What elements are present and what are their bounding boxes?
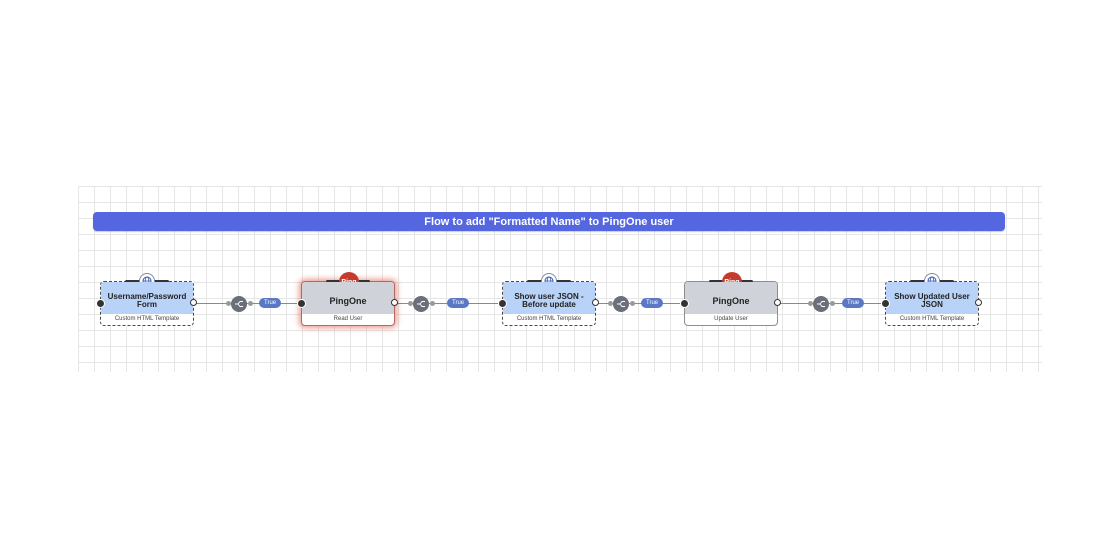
node-subtitle: Read User — [333, 316, 363, 322]
node-subtitle: Update User — [714, 316, 748, 322]
node-show-updated-user-json[interactable]: Show Updated User JSON Custom HTML Templ… — [885, 273, 979, 326]
branch-icon — [817, 301, 825, 307]
input-port[interactable] — [881, 299, 890, 308]
node-label: Show user JSON - Before update — [503, 282, 595, 314]
node-show-user-json-before-update[interactable]: Show user JSON - Before update Custom HT… — [502, 273, 596, 326]
true-label[interactable]: True — [842, 298, 865, 308]
condition-node[interactable] — [613, 296, 629, 312]
condition-handle[interactable] — [830, 301, 835, 306]
condition-handle[interactable] — [808, 301, 813, 306]
condition-handle[interactable] — [408, 301, 413, 306]
condition-node[interactable] — [413, 296, 429, 312]
node-label: PingOne — [685, 282, 777, 314]
condition-handle[interactable] — [248, 301, 253, 306]
node-label: Show Updated User JSON — [886, 282, 978, 314]
input-port[interactable] — [498, 299, 507, 308]
branch-icon — [417, 301, 425, 307]
condition-node[interactable] — [813, 296, 829, 312]
true-label[interactable]: True — [259, 298, 282, 308]
condition-handle[interactable] — [608, 301, 613, 306]
condition-handle[interactable] — [226, 301, 231, 306]
node-subtitle: Custom HTML Template — [516, 316, 582, 322]
node-subtitle: Custom HTML Template — [114, 316, 180, 322]
input-port[interactable] — [680, 299, 689, 308]
node-pingone-update-user[interactable]: Ping PingOne Update User — [684, 272, 778, 326]
output-port[interactable] — [774, 299, 781, 306]
input-port[interactable] — [297, 299, 306, 308]
flow-title-banner[interactable]: Flow to add "Formatted Name" to PingOne … — [93, 212, 1005, 231]
output-port[interactable] — [975, 299, 982, 306]
branch-icon — [235, 301, 243, 307]
true-label[interactable]: True — [641, 298, 664, 308]
node-subtitle: Custom HTML Template — [899, 316, 965, 322]
node-pingone-read-user[interactable]: Ping PingOne Read User — [301, 272, 395, 326]
output-port[interactable] — [592, 299, 599, 306]
condition-node[interactable] — [231, 296, 247, 312]
condition-handle[interactable] — [630, 301, 635, 306]
output-port[interactable] — [391, 299, 398, 306]
node-label: PingOne — [302, 282, 394, 314]
input-port[interactable] — [96, 299, 105, 308]
connector-line — [597, 303, 684, 304]
true-label[interactable]: True — [447, 298, 470, 308]
condition-handle[interactable] — [430, 301, 435, 306]
branch-icon — [617, 301, 625, 307]
output-port[interactable] — [190, 299, 197, 306]
flow-title: Flow to add "Formatted Name" to PingOne … — [424, 215, 674, 228]
node-label: Username/Password Form — [101, 282, 193, 314]
node-username-password-form[interactable]: Username/Password Form Custom HTML Templ… — [100, 273, 194, 326]
